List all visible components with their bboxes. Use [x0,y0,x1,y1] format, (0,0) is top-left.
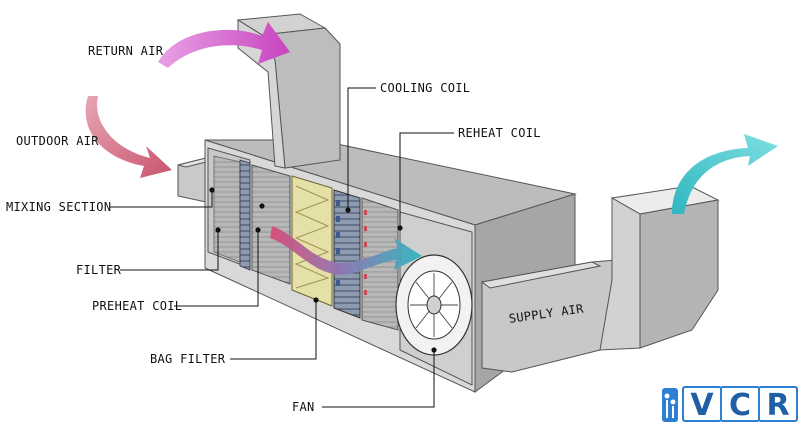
interior-sections [207,147,473,386]
mixing-section-label: MIXING SECTION [6,200,112,214]
logo-letter-c: C [720,386,760,423]
leader-dots [209,187,437,353]
bag-filter-label: BAG FILTER [150,352,226,366]
preheat-coil-label: PREHEAT COIL [92,299,183,313]
logo-mark-icon [662,388,678,422]
vcr-logo: V C R [662,380,798,428]
leader-lines [110,87,454,408]
return-air-arrow-icon [158,22,290,68]
filter-label: FILTER [76,263,122,277]
supply-air-arrow-icon [672,134,778,214]
outdoor-air-label: OUTDOOR AIR [16,134,99,148]
fan-label: FAN [292,400,315,414]
return-air-label: RETURN AIR [88,44,164,58]
logo-letter-v: V [682,386,722,423]
outdoor-air-arrow-icon [85,96,172,178]
cooling-coil-label: COOLING COIL [380,81,471,95]
airflow-arrow-icon [270,226,422,275]
fan-icon [395,254,473,356]
supply-air-duct [480,185,720,373]
reheat-coil-label: REHEAT COIL [458,126,541,140]
logo-letter-r: R [758,386,798,423]
